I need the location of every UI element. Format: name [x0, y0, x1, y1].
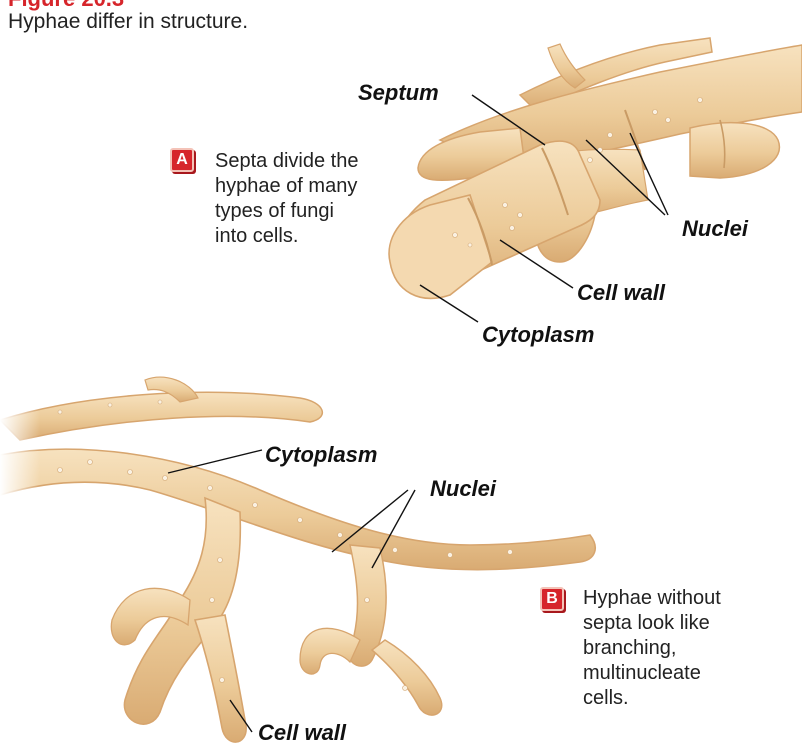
label-cytoplasm-b: Cytoplasm: [265, 442, 377, 468]
panel-a-desc-line: Septa divide the: [215, 149, 358, 174]
panel-a-badge: A: [170, 148, 194, 172]
panel-a-desc-line: hyphae of many: [215, 174, 358, 199]
label-nuclei-a: Nuclei: [682, 216, 748, 242]
label-septum: Septum: [358, 80, 439, 106]
panel-a-desc-line: into cells.: [215, 224, 358, 249]
label-cytoplasm-a: Cytoplasm: [482, 322, 594, 348]
label-cell-wall-a: Cell wall: [577, 280, 665, 306]
panel-b-desc-line: cells.: [583, 686, 721, 711]
label-nuclei-b: Nuclei: [430, 476, 496, 502]
panel-b-desc-line: septa look like: [583, 611, 721, 636]
panel-b-desc-line: Hyphae without: [583, 586, 721, 611]
panel-b-badge: B: [540, 587, 564, 611]
panel-b-desc-line: branching,: [583, 636, 721, 661]
panel-a-desc-line: types of fungi: [215, 199, 358, 224]
label-cell-wall-b: Cell wall: [258, 720, 346, 746]
panel-a-description: Septa divide the hyphae of many types of…: [215, 149, 358, 249]
figure-caption: Hyphae differ in structure.: [8, 10, 248, 34]
panel-b-desc-line: multinucleate: [583, 661, 721, 686]
panel-b-description: Hyphae without septa look like branching…: [583, 586, 721, 711]
septate-hypha: [389, 38, 802, 298]
coenocytic-hypha: [0, 370, 595, 742]
